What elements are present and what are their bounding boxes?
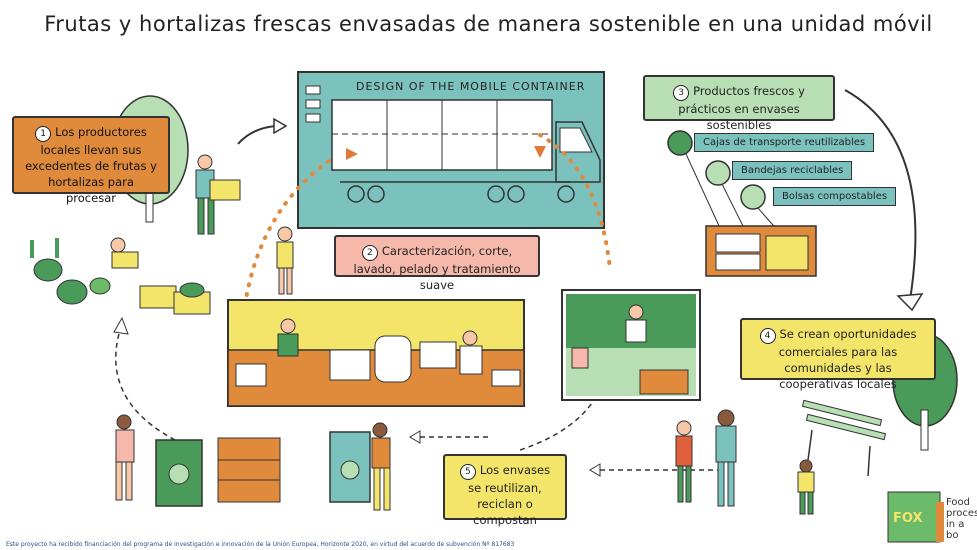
step-1-text: Los productores locales llevan sus exced… — [25, 125, 157, 205]
packaging-tag-reusable-crates: Cajas de transporte reutilizables — [694, 133, 875, 152]
step-2-text: Caracterización, corte, lavado, pelado y… — [353, 244, 521, 292]
page-title: Frutas y hortalizas frescas envasadas de… — [44, 12, 933, 36]
funding-footer: Este proyecto ha recibido financiación d… — [6, 541, 515, 548]
step-5-number: 5 — [459, 464, 476, 480]
step-2-number: 2 — [361, 245, 378, 261]
packaging-tag-compostable-bags: Bolsas compostables — [773, 187, 897, 206]
mobile-container-truck — [297, 71, 605, 229]
packaging-tag-recyclable-trays: Bandejas reciclables — [732, 161, 853, 180]
step-3-number: 3 — [673, 85, 690, 101]
step-3-text: Productos frescos y prácticos en envases… — [678, 84, 805, 132]
step-4-text: Se crean oportunidades comerciales para … — [778, 327, 917, 391]
step-4-number: 4 — [759, 328, 776, 344]
container-label: DESIGN OF THE MOBILE CONTAINER — [356, 80, 586, 93]
logo-text: Food proces in a bo — [946, 497, 977, 541]
step-5-text: Los envases se reutilizan, reciclan o co… — [468, 463, 551, 527]
step-1-number: 1 — [35, 126, 52, 142]
logo-mark: FOX — [893, 511, 923, 526]
